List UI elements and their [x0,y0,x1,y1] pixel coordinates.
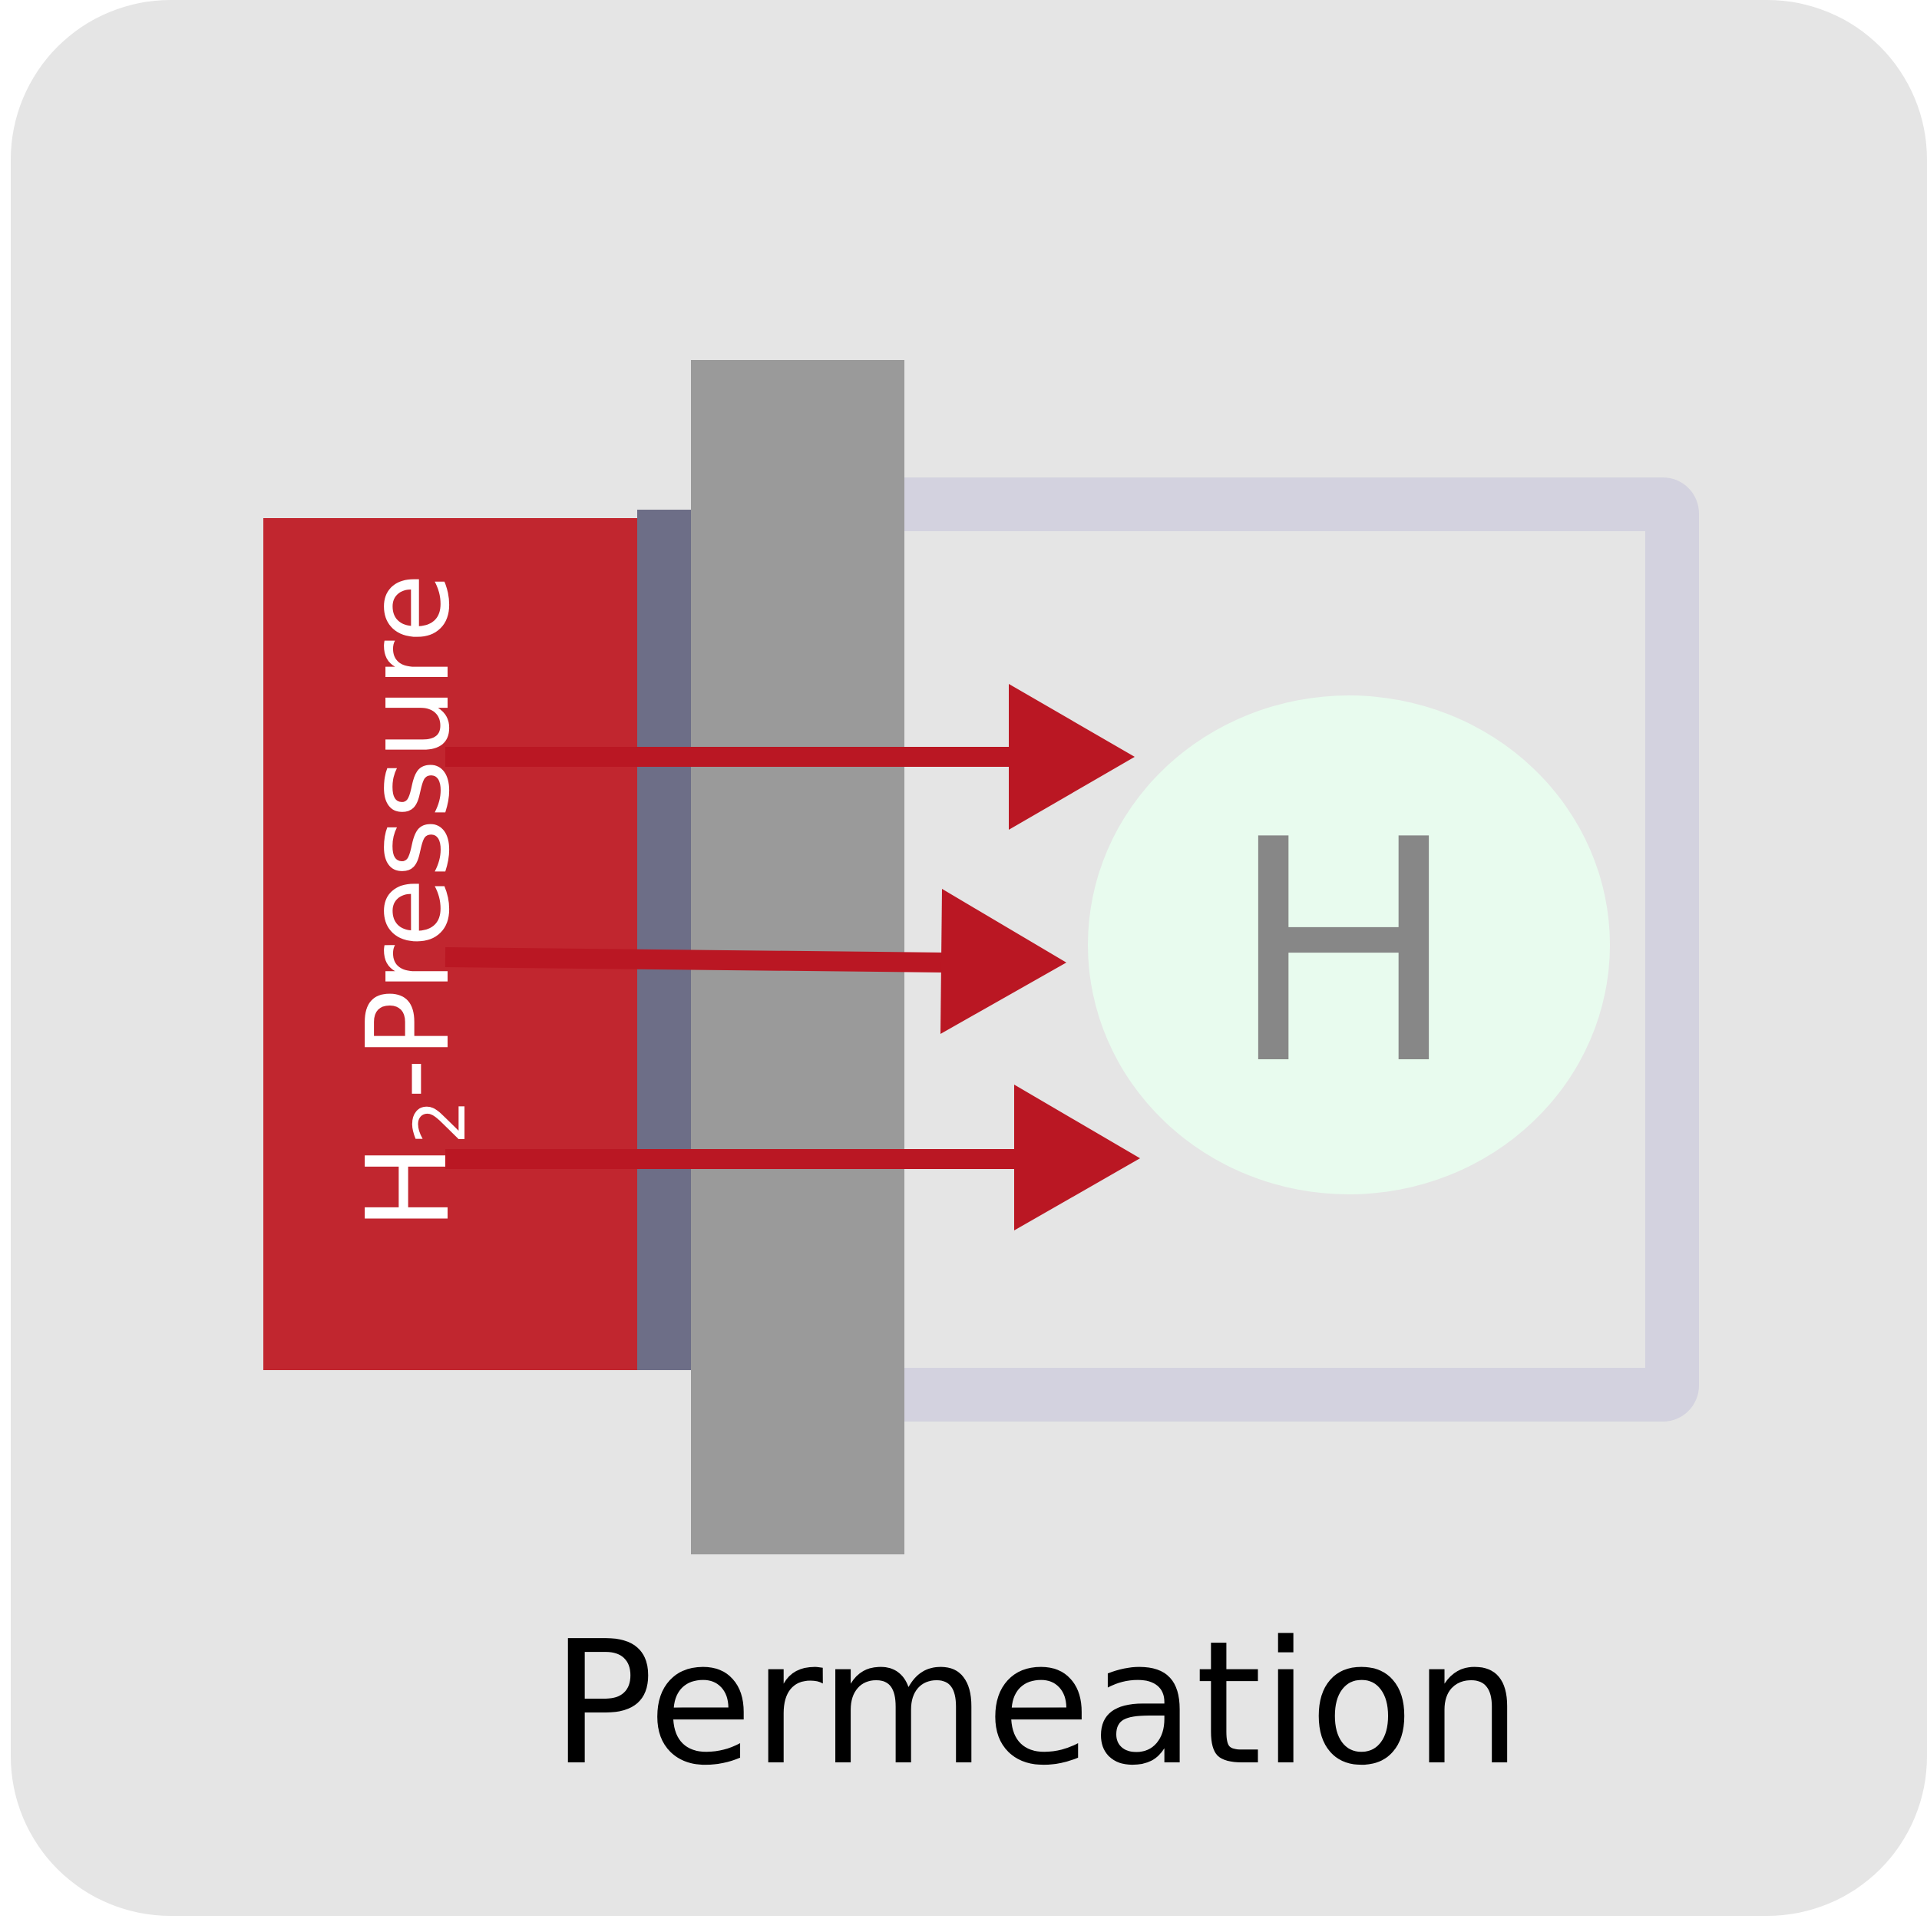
permeation-arrow-middle-head [940,889,1066,1034]
caption: Permeation [551,1605,1522,1803]
pressure-label-subscript: 2 [399,1099,481,1144]
interface-layer [637,510,692,1370]
hydrogen-atom-label: H [1228,775,1459,1132]
permeation-arrow-bottom [445,1085,1140,1230]
permeation-arrow-middle [445,889,1066,1034]
hydrogen-atom [1088,695,1610,1194]
permeation-arrow-bottom-head [1014,1085,1140,1230]
pressure-label-suffix: -Pressure [342,573,474,1099]
pressure-block [263,518,640,1370]
permeation-arrow-top [445,684,1135,830]
permeation-arrow-top-head [1009,684,1135,830]
permeation-arrow-middle-shaft [445,947,947,973]
